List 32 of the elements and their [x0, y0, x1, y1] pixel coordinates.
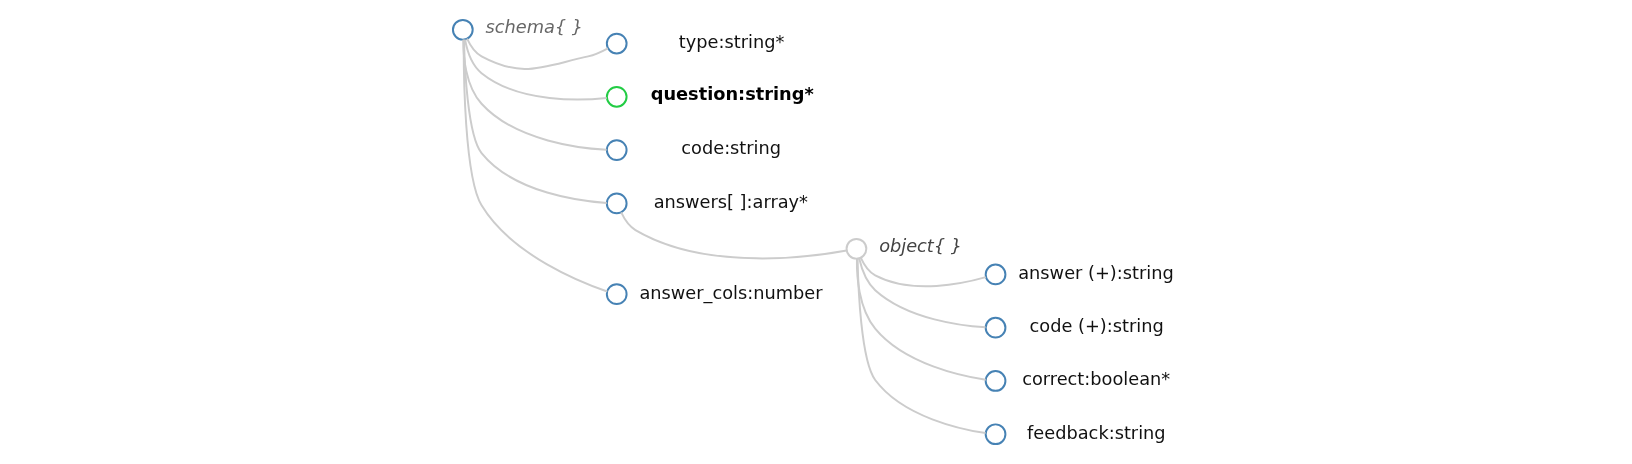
- node-circle: [605, 86, 628, 108]
- connector: [462, 38, 608, 151]
- node-circle: [451, 18, 474, 41]
- connector: [859, 256, 987, 288]
- node-label: question:string*: [650, 84, 814, 105]
- node-label: feedback:string: [1027, 422, 1166, 443]
- connector: [858, 257, 987, 329]
- connector: [855, 257, 987, 381]
- node-circle: [605, 192, 628, 215]
- node-circle: [984, 263, 1007, 286]
- node-label: schema{ }: [485, 17, 584, 38]
- node-circle: [605, 139, 628, 161]
- node-label: type:string*: [678, 31, 785, 52]
- connector: [466, 37, 609, 70]
- connector: [620, 211, 848, 260]
- node-label: object{ }: [879, 236, 963, 257]
- node-circle: [984, 370, 1007, 392]
- node-label: code (+):string: [1029, 316, 1164, 337]
- node-label: answers[ ]:array*: [653, 191, 808, 212]
- node-circle: [605, 32, 628, 55]
- node-circle: [984, 423, 1007, 446]
- node-label: answer (+):string: [1018, 262, 1174, 283]
- connector: [462, 38, 608, 204]
- node-label: code:string: [681, 138, 782, 159]
- node-circle: [605, 283, 628, 305]
- node-circle: [984, 316, 1007, 339]
- connector: [856, 257, 987, 435]
- connector: [464, 38, 608, 101]
- node-label: answer_cols:number: [639, 282, 823, 303]
- node-label: correct:boolean*: [1022, 369, 1171, 390]
- node-circle: [845, 237, 868, 260]
- connector: [462, 38, 609, 293]
